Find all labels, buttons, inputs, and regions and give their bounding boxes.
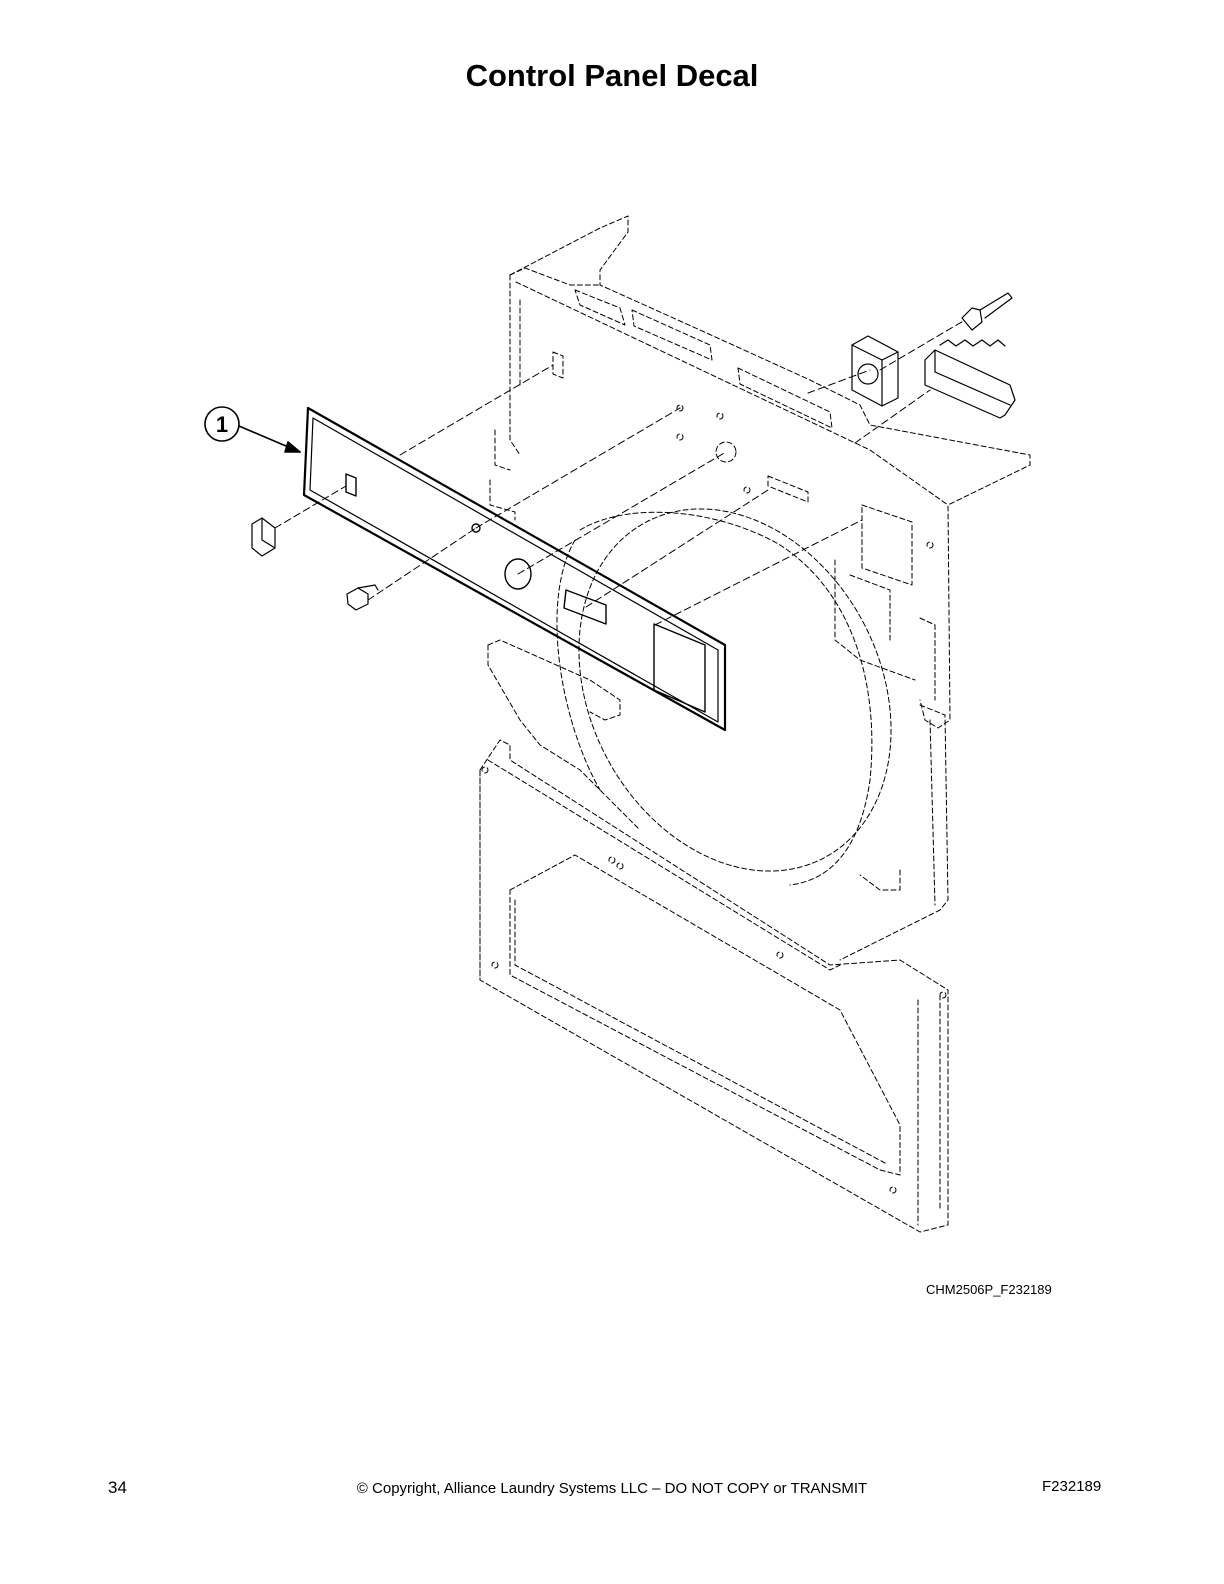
page-title: Control Panel Decal [465,58,759,93]
panel-fasteners [251,517,379,611]
page-number: 34 [108,1478,127,1497]
control-hardware-group [851,292,1016,419]
assembly-leader-lines [274,319,966,626]
callout-1-arrowhead [284,441,301,453]
callout-1 [204,406,301,453]
copyright-notice: © Copyright, Alliance Laundry Systems LL… [356,1480,868,1497]
control-panel-decal [302,406,727,732]
callout-1-label: 1 [216,412,228,437]
figure-id: CHM2506P_F232189 [926,1282,1052,1297]
dryer-front-housing [479,215,1031,1233]
document-number: F232189 [1042,1478,1102,1495]
callout-1-circle [204,406,240,442]
